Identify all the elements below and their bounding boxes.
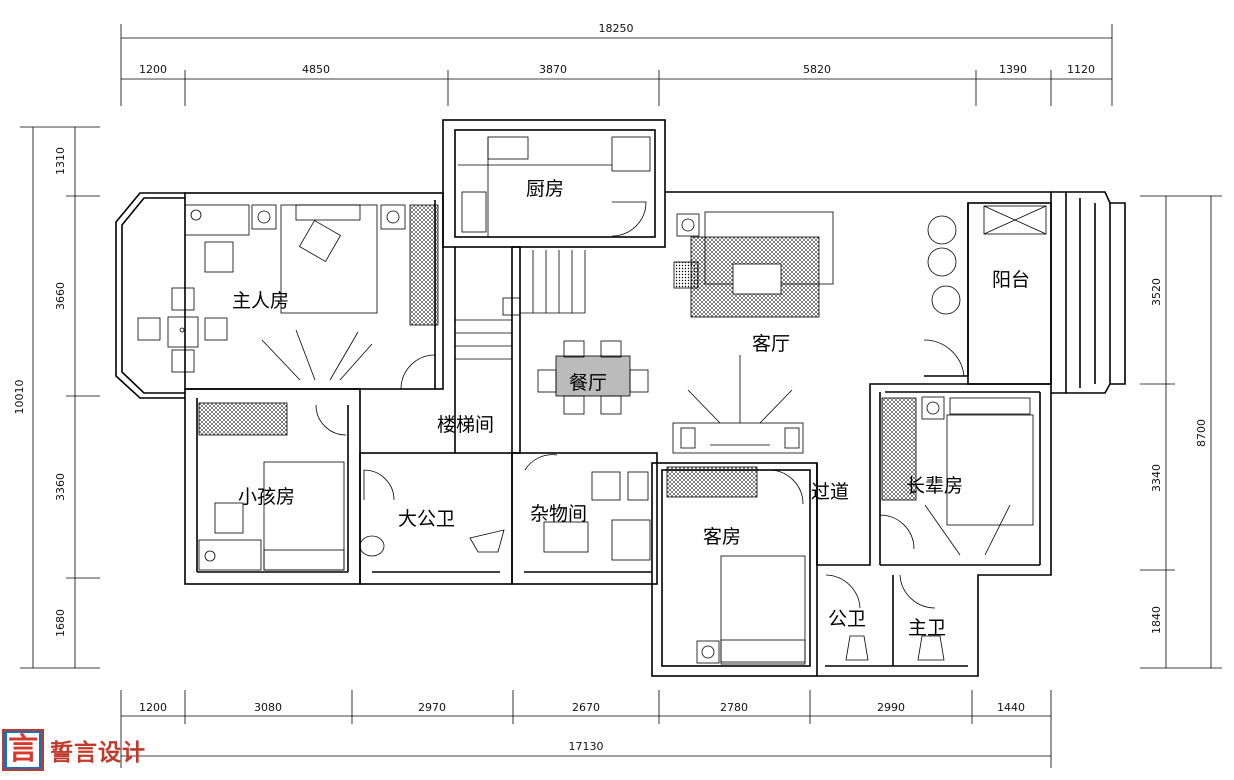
brand-watermark: 言 誓言设计 — [2, 729, 146, 771]
bottom-dim-7: 1440 — [997, 701, 1025, 714]
room-stairwell: 楼梯间 — [437, 414, 494, 436]
room-master-bathroom: 主卫 — [908, 617, 946, 639]
walls — [115, 119, 1126, 677]
top-dim-4: 5820 — [803, 63, 831, 76]
left-dim-4: 1680 — [54, 609, 67, 637]
bottom-dim-2: 3080 — [254, 701, 282, 714]
staircase — [455, 250, 586, 360]
brand-logo: 言 — [2, 729, 44, 771]
bottom-dimension-chain — [120, 690, 1052, 768]
left-dimension-chain — [20, 126, 100, 669]
bottom-total-dim: 17130 — [569, 740, 604, 753]
top-total-dim: 18250 — [599, 22, 634, 35]
right-dim-2: 3340 — [1150, 464, 1163, 492]
bottom-dim-1: 1200 — [139, 701, 167, 714]
furniture — [137, 136, 1047, 665]
top-dim-6: 1120 — [1067, 63, 1095, 76]
room-living-room: 客厅 — [752, 333, 790, 355]
bottom-dim-3: 2970 — [418, 701, 446, 714]
left-dim-3: 3360 — [54, 473, 67, 501]
left-total-dim: 10010 — [13, 380, 26, 415]
room-balcony: 阳台 — [992, 269, 1030, 291]
bottom-dim-4: 2670 — [572, 701, 600, 714]
room-master-bedroom: 主人房 — [232, 290, 289, 312]
brand-name: 誓言设计 — [50, 740, 146, 766]
bottom-dim-6: 2990 — [877, 701, 905, 714]
top-dim-2: 4850 — [302, 63, 330, 76]
top-dimension-chain — [120, 24, 1113, 106]
room-dining-room: 餐厅 — [569, 372, 607, 394]
room-kids-room: 小孩房 — [238, 486, 295, 508]
room-guest-room: 客房 — [703, 526, 741, 548]
right-dim-3: 1840 — [1150, 606, 1163, 634]
room-corridor: 过道 — [811, 481, 849, 503]
left-dim-2: 3660 — [54, 282, 67, 310]
right-total-dim: 8700 — [1195, 419, 1208, 447]
right-dim-1: 3520 — [1150, 278, 1163, 306]
room-elder-room: 长辈房 — [906, 475, 963, 497]
top-dim-5: 1390 — [999, 63, 1027, 76]
left-dim-1: 1310 — [54, 147, 67, 175]
bottom-dim-5: 2780 — [720, 701, 748, 714]
room-public-bathroom: 公卫 — [828, 608, 866, 630]
doors — [315, 201, 965, 609]
top-dim-3: 3870 — [539, 63, 567, 76]
right-dimension-chain — [1140, 195, 1222, 669]
room-kitchen: 厨房 — [526, 178, 564, 200]
top-dim-1: 1200 — [139, 63, 167, 76]
room-main-bathroom: 大公卫 — [398, 508, 455, 530]
room-storage-room: 杂物间 — [530, 503, 587, 525]
